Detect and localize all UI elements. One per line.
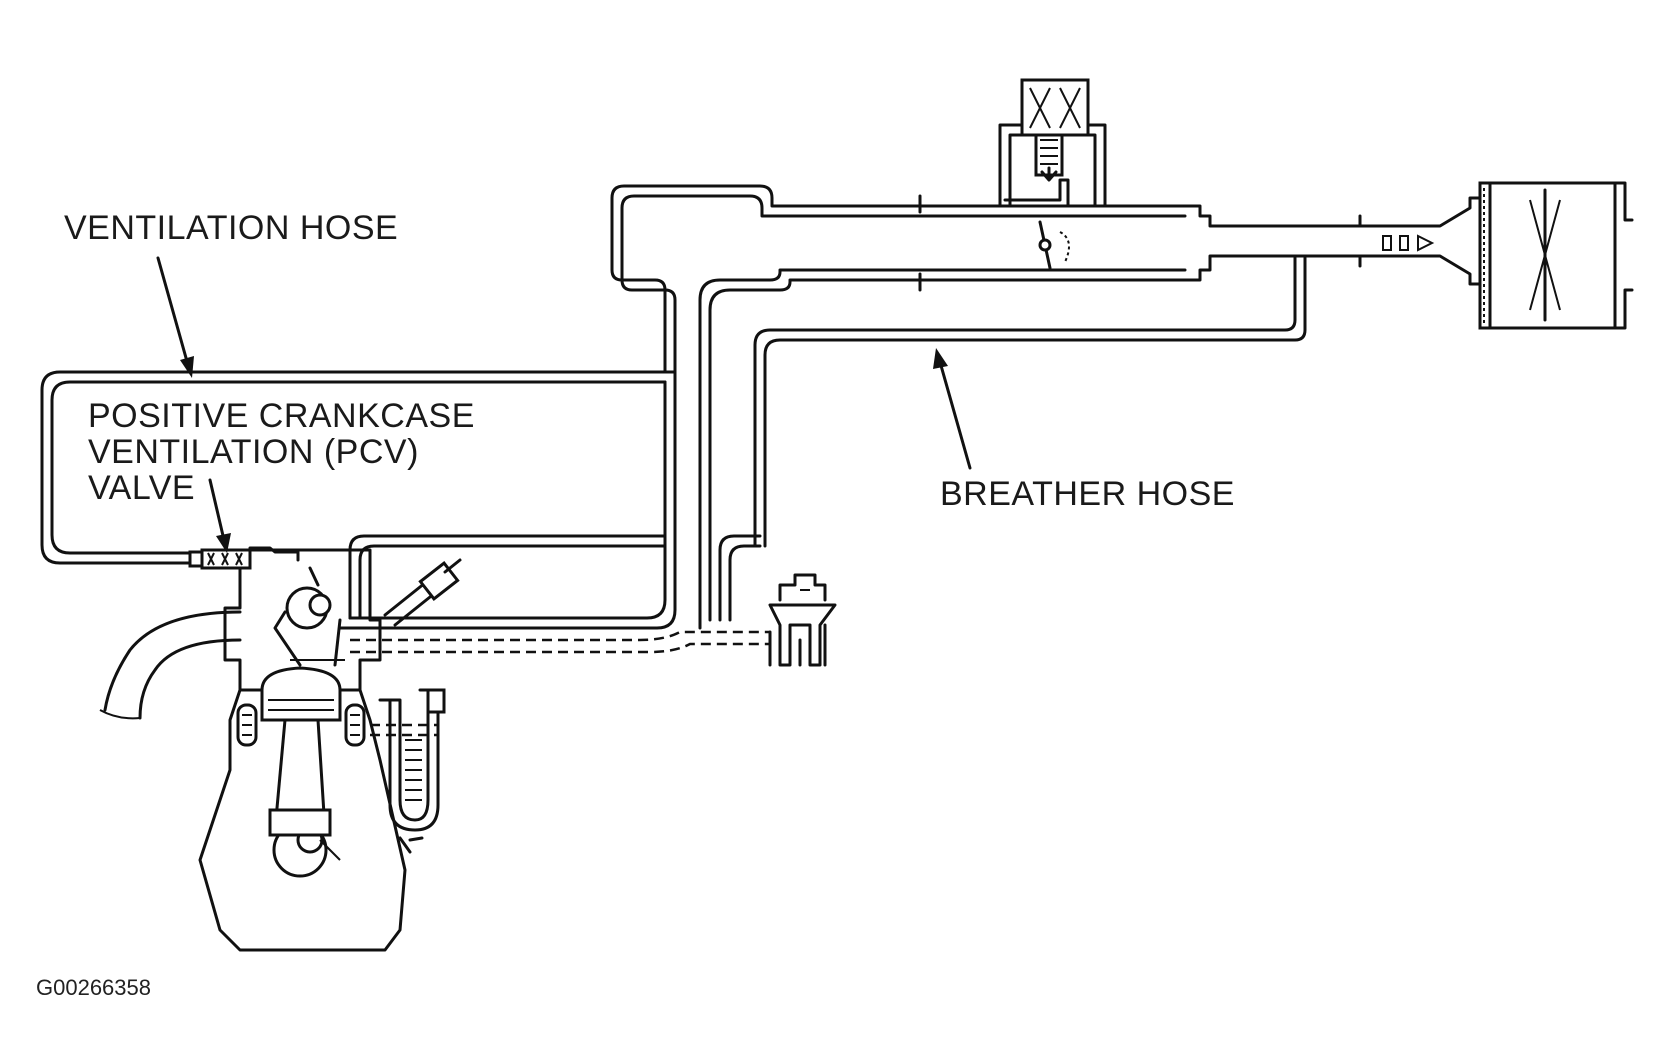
oil-separator <box>370 688 446 854</box>
pcv-valve <box>188 548 252 570</box>
leader-arrows <box>156 256 972 553</box>
pcv-valve-label-line3: VALVE <box>88 469 196 507</box>
crankcase-passages <box>350 623 827 667</box>
engine <box>99 546 462 952</box>
throttle-body <box>998 78 1107 270</box>
fuel-rail-injector <box>768 573 837 667</box>
ventilation-hose-label: VENTILATION HOSE <box>64 209 399 247</box>
intake-duct <box>918 194 1482 292</box>
pcv-valve-label-line2: VENTILATION (PCV) <box>88 433 419 471</box>
breather-hose-label: BREATHER HOSE <box>940 475 1235 513</box>
figure-code: G00266358 <box>36 975 151 1000</box>
air-cleaner <box>1478 181 1634 330</box>
pcv-valve-label-line1: POSITIVE CRANKCASE <box>88 397 475 435</box>
breather-hose <box>698 256 1307 630</box>
